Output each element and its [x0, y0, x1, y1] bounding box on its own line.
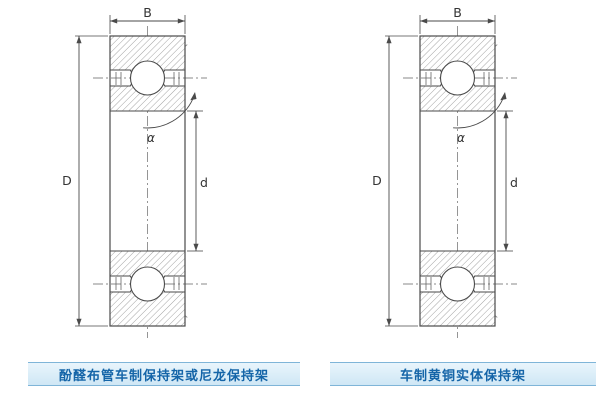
caption-right-bearing-cage: 车制黄铜实体保持架	[330, 362, 596, 386]
bearing-diagrams: B D d	[0, 6, 600, 358]
caption-left-text: 酚醛布管车制保持架或尼龙保持架	[58, 368, 269, 384]
caption-left-bearing-cage: 酚醛布管车制保持架或尼龙保持架	[28, 362, 300, 386]
bearing-diagram-right	[372, 6, 518, 338]
caption-right-text: 车制黄铜实体保持架	[399, 368, 526, 384]
bearing-diagram-left	[62, 6, 208, 338]
